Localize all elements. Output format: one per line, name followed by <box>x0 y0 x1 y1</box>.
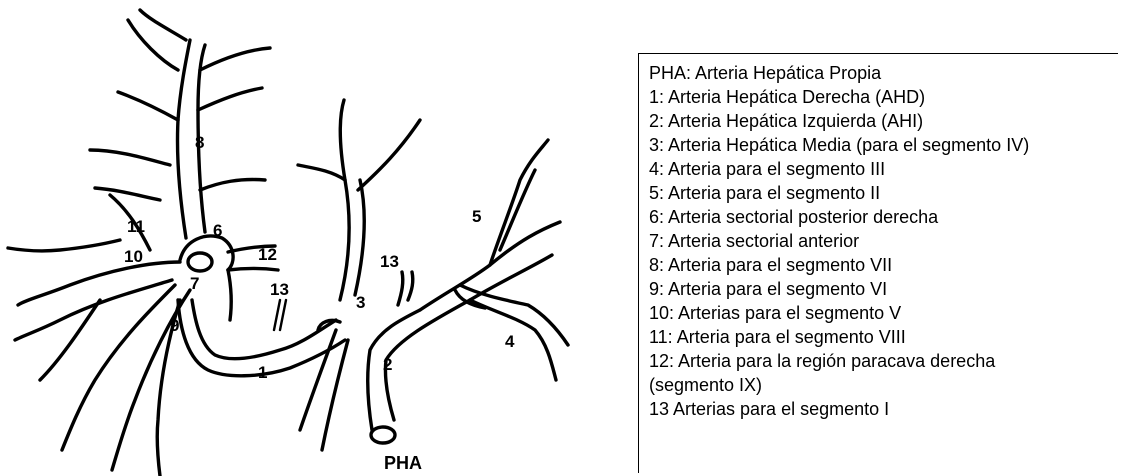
legend-line: 11: Arteria para el segmento VIII <box>649 325 1118 349</box>
label-8: 8 <box>195 133 204 152</box>
legend-line: 13 Arterias para el segmento I <box>649 397 1118 421</box>
label-13-right: 13 <box>270 280 289 299</box>
label-13-left: 13 <box>380 252 399 271</box>
legend-line: 3: Arteria Hepática Media (para el segme… <box>649 133 1118 157</box>
legend-line: 4: Arteria para el segmento III <box>649 157 1118 181</box>
label-5: 5 <box>472 207 481 226</box>
legend-box: PHA: Arteria Hepática Propia 1: Arteria … <box>638 53 1118 473</box>
legend-line: (segmento IX) <box>649 373 1118 397</box>
legend-line: 9: Arteria para el segmento VI <box>649 277 1118 301</box>
label-6: 6 <box>213 221 222 240</box>
label-1: 1 <box>258 363 267 382</box>
label-9: 9 <box>170 316 179 335</box>
legend-line: 1: Arteria Hepática Derecha (AHD) <box>649 85 1118 109</box>
label-2: 2 <box>383 355 392 374</box>
legend-line: 5: Arteria para el segmento II <box>649 181 1118 205</box>
legend-line: 12: Arteria para la región paracava dere… <box>649 349 1118 373</box>
legend-line: 10: Arterias para el segmento V <box>649 301 1118 325</box>
label-pha: PHA <box>384 453 422 473</box>
label-10: 10 <box>124 247 143 266</box>
label-12: 12 <box>258 245 277 264</box>
legend-line: 2: Arteria Hepática Izquierda (AHI) <box>649 109 1118 133</box>
label-4: 4 <box>505 332 515 351</box>
pha-stump <box>371 427 395 443</box>
label-11: 11 <box>127 217 145 236</box>
legend-line: 6: Arteria sectorial posterior derecha <box>649 205 1118 229</box>
label-3: 3 <box>356 293 365 312</box>
artery-vessels <box>8 10 568 476</box>
legend-line: PHA: Arteria Hepática Propia <box>649 61 1118 85</box>
label-7: 7 <box>190 274 199 293</box>
legend-line: 8: Arteria para el segmento VII <box>649 253 1118 277</box>
hilum-ring <box>188 253 212 271</box>
legend-line: 7: Arteria sectorial anterior <box>649 229 1118 253</box>
hepatic-artery-diagram: 1 2 3 4 5 6 7 8 9 10 11 12 13 13 PHA <box>0 0 630 476</box>
